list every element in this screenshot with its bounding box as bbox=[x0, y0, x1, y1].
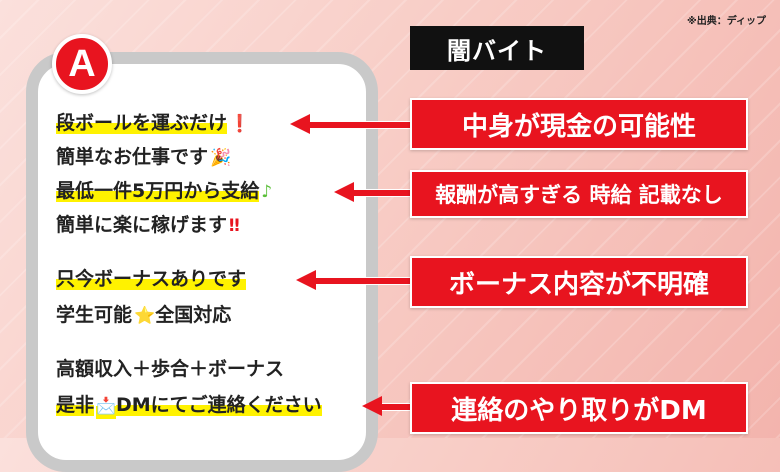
post-line-1: 段ボールを運ぶだけ❗ bbox=[56, 110, 250, 136]
warning-label-1: 中身が現金の可能性 bbox=[410, 98, 748, 150]
post-line-7: 高額収入＋歩合＋ボーナス bbox=[56, 356, 284, 382]
exclamation-icon: ❗ bbox=[229, 114, 251, 134]
warning-label-2: 報酬が高すぎる 時給 記載なし bbox=[410, 170, 748, 218]
arrow-1 bbox=[290, 114, 410, 134]
music-note-icon: ♪ bbox=[261, 182, 273, 202]
post-line-1-text: 段ボールを運ぶだけ bbox=[56, 112, 228, 134]
post-line-5-text: 只今ボーナスありです bbox=[56, 268, 247, 290]
post-line-8-text-before: 是非 bbox=[56, 394, 95, 416]
arrow-3 bbox=[296, 270, 410, 290]
warning-label-3: ボーナス内容が不明確 bbox=[410, 256, 748, 308]
envelope-icon: 📩 bbox=[96, 393, 116, 419]
warning-label-4: 連絡のやり取りがDM bbox=[410, 382, 748, 434]
post-line-6-text-before: 学生可能 bbox=[56, 304, 133, 326]
arrow-2 bbox=[334, 182, 410, 202]
post-line-3-text: 最低一件5万円から支給 bbox=[56, 180, 260, 202]
post-line-6: 学生可能⭐全国対応 bbox=[56, 302, 231, 328]
post-line-2: 簡単なお仕事です🎉 bbox=[56, 144, 231, 170]
example-badge: A bbox=[52, 34, 112, 94]
post-line-8-text-after: DMにてご連絡ください bbox=[115, 394, 322, 416]
post-line-6-text-after: 全国対応 bbox=[155, 304, 232, 326]
post-line-3: 最低一件5万円から支給♪ bbox=[56, 178, 272, 204]
arrow-4 bbox=[362, 396, 410, 416]
post-line-4: 簡単に楽に稼げます‼ bbox=[56, 212, 240, 238]
party-popper-icon: 🎉 bbox=[210, 148, 232, 168]
post-line-2-text: 簡単なお仕事です bbox=[56, 146, 209, 168]
post-line-7-text: 高額収入＋歩合＋ボーナス bbox=[56, 358, 285, 380]
star-icon: ⭐ bbox=[134, 306, 156, 326]
double-exclamation-icon: ‼ bbox=[229, 216, 240, 236]
page-title: 闇バイト bbox=[410, 26, 584, 70]
source-note: ※出典：ディップ bbox=[686, 16, 766, 27]
post-line-5: 只今ボーナスありです bbox=[56, 266, 247, 292]
post-line-8: 是非📩DMにてご連絡ください bbox=[56, 392, 322, 419]
post-line-4-text: 簡単に楽に稼げます bbox=[56, 214, 228, 236]
